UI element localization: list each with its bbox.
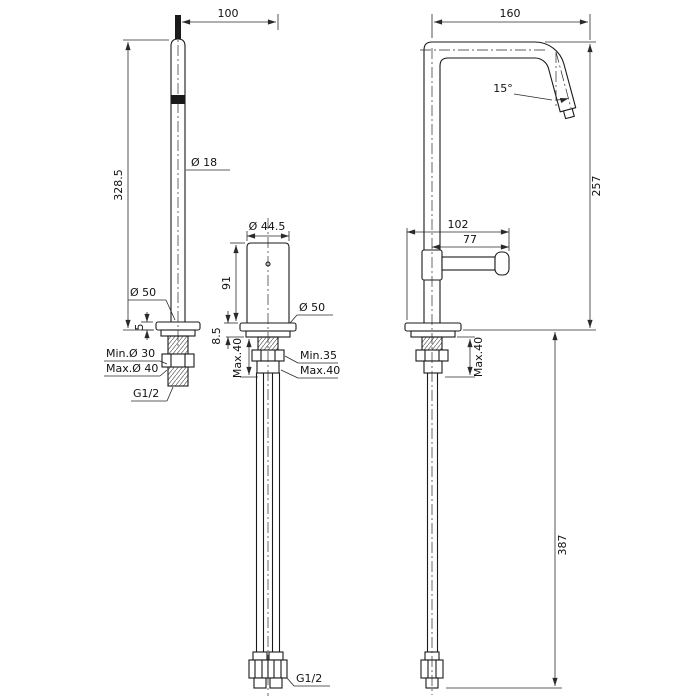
dim-side-reach: 160 bbox=[500, 7, 521, 20]
centerlines bbox=[177, 26, 572, 696]
spout-pipe bbox=[170, 38, 186, 323]
aerator bbox=[562, 108, 575, 120]
dim-side-angle: 15° bbox=[493, 82, 513, 95]
lock-nut bbox=[161, 353, 195, 368]
dim-left-height: 328.5 bbox=[112, 169, 125, 201]
left-view-dimensions bbox=[104, 14, 279, 402]
leader-line bbox=[280, 369, 299, 379]
leader-line bbox=[284, 355, 299, 364]
handle-knob bbox=[494, 251, 510, 276]
dim-left-spout-diameter: Ø 18 bbox=[191, 156, 217, 169]
leader-line bbox=[513, 93, 553, 101]
spout-axis-line bbox=[555, 51, 572, 109]
left-view bbox=[155, 15, 201, 387]
dim-front-clamp-max: Max.40 bbox=[300, 364, 340, 377]
dim-left-reach: 100 bbox=[218, 7, 239, 20]
dim-front-base-diameter: Ø 50 bbox=[299, 301, 325, 314]
hose-end bbox=[253, 677, 267, 689]
hose-ferrule bbox=[268, 651, 284, 661]
hose-nut bbox=[267, 659, 288, 679]
dim-side-reach-total: 102 bbox=[448, 218, 469, 231]
base-flange bbox=[404, 322, 462, 332]
front-view-dimensions bbox=[224, 231, 338, 687]
dim-side-reach-handle: 77 bbox=[463, 233, 477, 246]
handle-lever bbox=[441, 256, 496, 271]
leader-line bbox=[165, 299, 176, 321]
dim-front-body-diameter: Ø 44.5 bbox=[249, 220, 286, 233]
dim-side-deck-max: Max.40 bbox=[472, 337, 485, 377]
dim-front-body-height: 91 bbox=[220, 276, 233, 290]
dimension-labels: 100 328.5 Ø 18 Ø 50 5 Min.Ø 30 Max.Ø 40 … bbox=[106, 7, 603, 685]
dim-front-flange-thickness: 8.5 bbox=[210, 327, 223, 345]
dim-left-thread: G1/2 bbox=[133, 387, 159, 400]
leader-line bbox=[159, 369, 168, 377]
spout-and-body bbox=[423, 41, 577, 324]
dim-side-hose-length: 387 bbox=[556, 535, 569, 556]
leader-line bbox=[286, 677, 295, 687]
dim-left-flange-thickness: 5 bbox=[133, 324, 146, 331]
gasket bbox=[410, 330, 456, 338]
dim-left-hole-min: Min.Ø 30 bbox=[106, 347, 155, 360]
dim-front-clamp-min: Min.35 bbox=[300, 349, 337, 362]
hose-ferrule bbox=[252, 651, 268, 661]
leader-line bbox=[159, 360, 168, 365]
dim-side-height: 257 bbox=[590, 176, 603, 197]
dim-left-base-diameter: Ø 50 bbox=[130, 286, 156, 299]
dim-front-deck-max: Max.40 bbox=[231, 338, 244, 378]
leader-line bbox=[289, 314, 298, 324]
side-view-dimensions bbox=[406, 14, 596, 689]
dim-front-hose-thread: G1/2 bbox=[296, 672, 322, 685]
hose-nut bbox=[248, 659, 269, 679]
hose-end bbox=[269, 677, 283, 689]
hose-adapter bbox=[423, 360, 443, 374]
pipe-band bbox=[171, 95, 185, 104]
dim-left-hole-max: Max.Ø 40 bbox=[106, 362, 158, 375]
angle-arc bbox=[555, 97, 569, 103]
side-view bbox=[404, 41, 577, 689]
leader-line bbox=[166, 386, 174, 402]
